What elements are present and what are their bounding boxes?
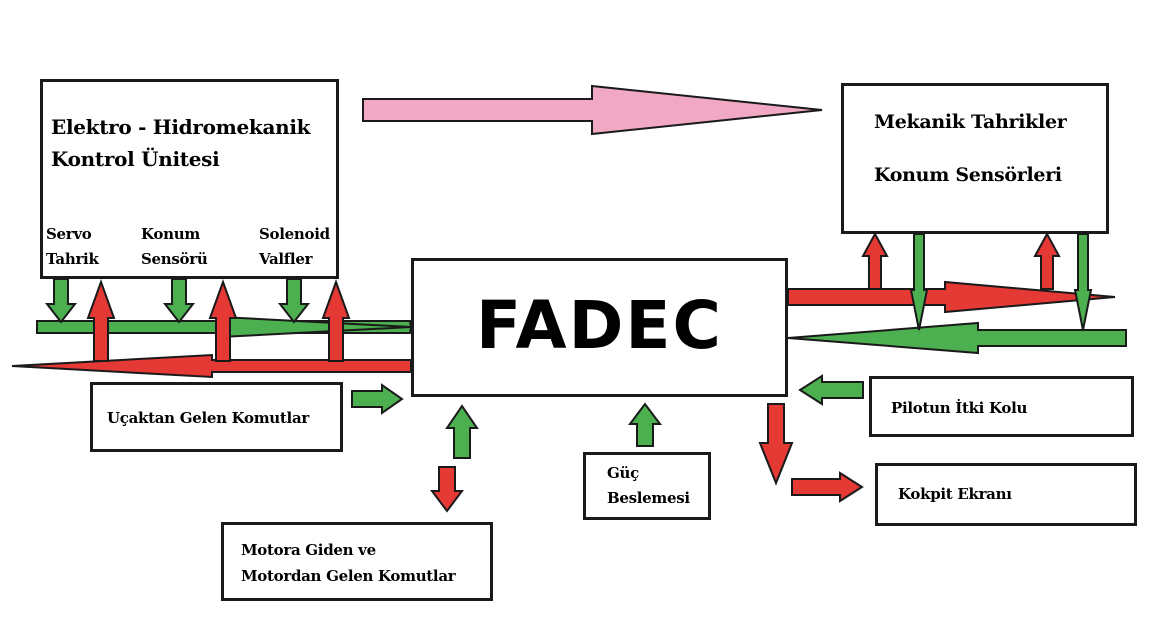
green-bus-arrow-left [787,321,1127,355]
pink-arrow-ehku-to-mechanical [362,84,823,136]
solenoid-label-line1: Solenoid [259,225,330,243]
red-up-arrow-mech-1 [861,231,889,290]
fadec-label: FADEC [476,287,723,364]
green-down-arrow-mech-2 [1073,233,1093,331]
red-up-arrow-1 [86,279,116,362]
ehku-title-line1: Elektro - Hidromekanik [51,115,311,139]
throttle-label: Pilotun İtki Kolu [891,399,1028,417]
fadec-box: FADEC [411,258,788,397]
red-bus-arrow-right [787,280,1116,314]
green-up-arrow-power [628,402,662,447]
engine-commands-box: Motora Giden ve Motordan Gelen Komutlar [221,522,493,601]
position-sensor-label-line2: Sensörü [141,250,208,268]
engine-commands-line1: Motora Giden ve [241,541,376,559]
red-arrow-cockpit [791,471,864,503]
red-down-arrow-engine [430,466,464,513]
green-arrow-throttle [798,374,864,406]
red-bus-arrow-left [11,353,412,379]
mechanical-line1: Mekanik Tahrikler [874,111,1067,133]
green-down-arrow-3 [277,278,311,324]
green-down-arrow-2 [162,278,196,324]
red-down-arrow-cockpit [758,403,794,486]
position-sensor-label-line1: Konum [141,225,200,243]
red-up-arrow-3 [321,279,351,362]
mechanical-box: Mekanik Tahrikler Konum Sensörleri [841,83,1109,234]
red-up-arrow-mech-2 [1033,231,1061,290]
throttle-box: Pilotun İtki Kolu [869,376,1134,437]
red-up-arrow-2 [208,279,238,362]
power-supply-box: Güç Beslemesi [583,452,711,520]
servo-label-line2: Tahrik [46,250,99,268]
cockpit-display-label: Kokpit Ekranı [898,485,1012,503]
green-down-arrow-1 [44,278,78,324]
power-supply-line1: Güç [607,464,639,482]
ehku-box: Elektro - Hidromekanik Kontrol Ünitesi S… [40,79,339,279]
mechanical-line2: Konum Sensörleri [874,164,1062,186]
green-up-arrow-engine [445,404,479,459]
green-down-arrow-mech-1 [909,233,929,331]
cockpit-display-box: Kokpit Ekranı [875,463,1137,526]
solenoid-label-line2: Valfler [259,250,313,268]
aircraft-commands-box: Uçaktan Gelen Komutlar [90,382,343,452]
aircraft-commands-label: Uçaktan Gelen Komutlar [107,409,309,427]
green-arrow-aircraft-commands [351,383,404,415]
ehku-title-line2: Kontrol Ünitesi [51,147,220,171]
servo-label-line1: Servo [46,225,92,243]
engine-commands-line2: Motordan Gelen Komutlar [241,567,456,585]
power-supply-line2: Beslemesi [607,489,690,507]
